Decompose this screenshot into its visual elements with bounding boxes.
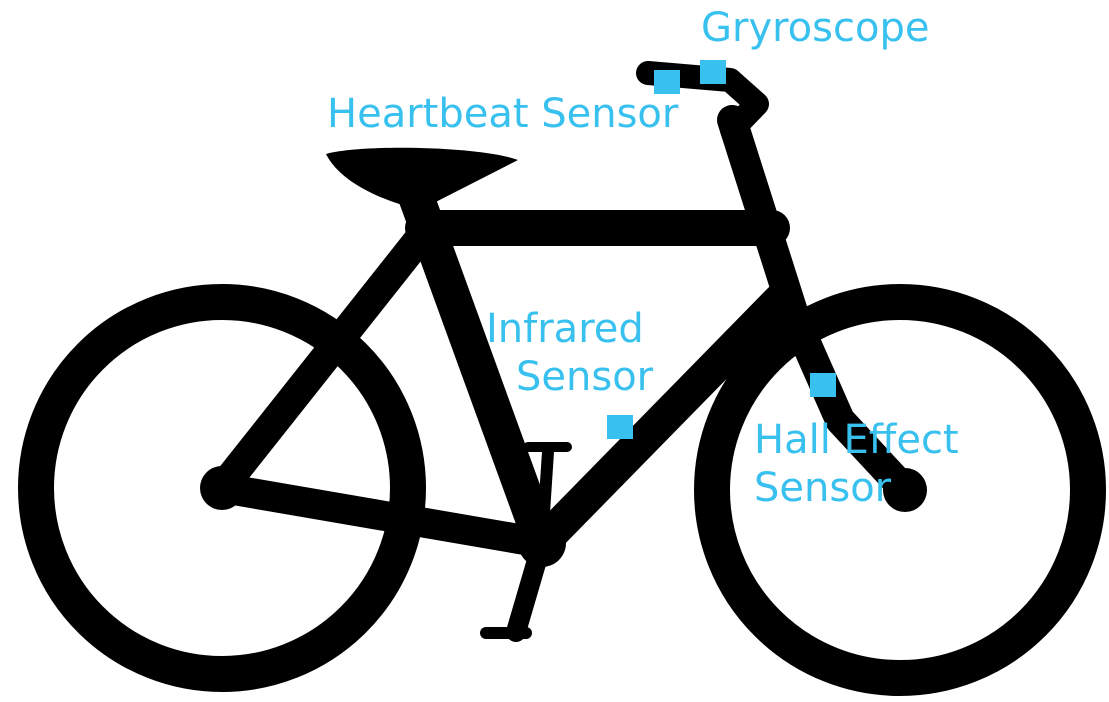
infrared-label-line2: Sensor bbox=[486, 353, 653, 401]
infrared-label-line1: Infrared bbox=[486, 305, 653, 353]
chain-stay bbox=[222, 488, 542, 543]
hall-label-line2: Sensor bbox=[754, 464, 959, 512]
infrared-sensor-label: Infrared Sensor bbox=[486, 305, 653, 401]
rear-axle bbox=[200, 466, 244, 510]
hall-label-line1: Hall Effect bbox=[754, 416, 959, 464]
infrared-sensor-marker bbox=[607, 415, 633, 439]
heartbeat-sensor-label: Heartbeat Sensor bbox=[327, 94, 678, 134]
gyroscope-label: Gryroscope bbox=[701, 8, 929, 48]
hall-effect-sensor-marker bbox=[810, 373, 836, 397]
gyroscope-sensor-marker bbox=[700, 60, 726, 84]
saddle bbox=[326, 148, 518, 210]
hall-effect-sensor-label: Hall Effect Sensor bbox=[754, 416, 959, 512]
bottom-bracket bbox=[518, 519, 566, 567]
heartbeat-sensor-marker bbox=[654, 70, 680, 94]
